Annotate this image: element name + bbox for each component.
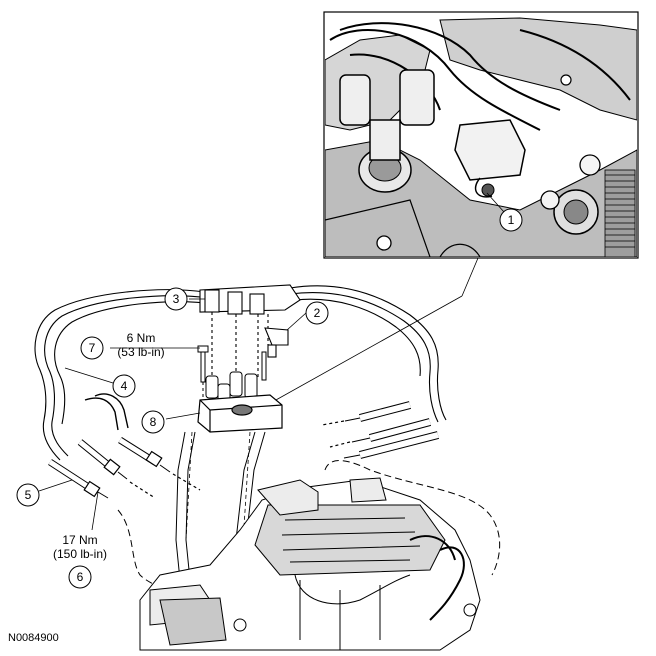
intake-manifold (139, 477, 481, 651)
svg-text:(150 lb-in): (150 lb-in) (53, 547, 107, 561)
sensor-housing-icon (376, 74, 601, 251)
svg-text:2: 2 (314, 306, 321, 320)
svg-text:3: 3 (173, 292, 180, 306)
callout-2: 2 (305, 301, 329, 325)
leader-lines (38, 298, 307, 531)
svg-text:6: 6 (77, 570, 84, 584)
svg-text:5: 5 (25, 488, 32, 502)
drive-belt-icon (604, 169, 636, 257)
callout-8: 8 (141, 410, 165, 434)
coil-module-bracket (199, 284, 301, 380)
svg-text:6 Nm: 6 Nm (127, 331, 156, 345)
figure-id: N0084900 (8, 632, 59, 644)
callout-1: 1 (499, 208, 523, 232)
fuel-lines (34, 285, 447, 461)
callout-5: 5 (16, 483, 40, 507)
callout-7: 7 (80, 336, 104, 360)
detail-projection-line (257, 295, 463, 411)
fuel-injector-icon (48, 437, 201, 499)
fuel-module-plate (197, 394, 283, 433)
fuel-injector-icon-right (321, 401, 439, 459)
callout-3: 3 (164, 287, 188, 311)
svg-text:1: 1 (508, 213, 515, 227)
torque-spec-6: 17 Nm (150 lb-in) (53, 533, 107, 561)
svg-text:17 Nm: 17 Nm (62, 533, 97, 547)
ignition-coil-boot-icon (339, 69, 435, 193)
inset-detail-view (323, 11, 639, 259)
bolt-icon (197, 345, 267, 398)
torque-spec-7: 6 Nm (53 lb-in) (117, 331, 164, 359)
svg-text:(53 lb-in): (53 lb-in) (117, 345, 164, 359)
svg-text:4: 4 (121, 379, 128, 393)
callout-4: 4 (112, 374, 136, 398)
callout-6: 6 (68, 565, 92, 589)
bracket-item-2-icon (264, 327, 289, 358)
fuel-injection-assembly (34, 284, 501, 651)
connector-icon (454, 119, 526, 198)
svg-text:7: 7 (89, 341, 96, 355)
svg-text:8: 8 (150, 415, 157, 429)
